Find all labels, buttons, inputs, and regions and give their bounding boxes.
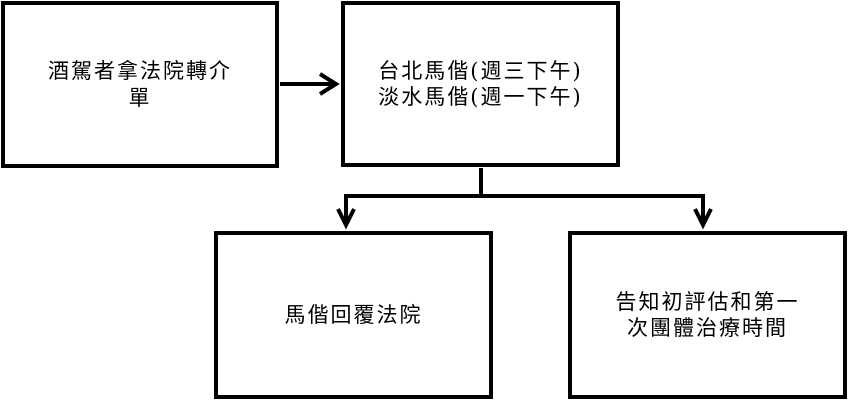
- node-label: 酒駕者拿法院轉介 單: [48, 58, 232, 111]
- arrowhead-right-icon: [318, 72, 340, 96]
- node-mackay-clinics: 台北馬偕(週三下午) 淡水馬偕(週一下午): [341, 1, 620, 167]
- arrowhead-down-icon: [693, 208, 713, 230]
- node-label: 告知初評估和第一 次團體治療時間: [616, 289, 800, 342]
- node-label-line: 馬偕回覆法院: [284, 302, 423, 327]
- node-reply-court: 馬偕回覆法院: [214, 231, 493, 399]
- node-label-line: 單: [128, 85, 152, 110]
- node-label-line: 淡水馬偕(週一下午): [378, 85, 583, 109]
- node-label: 台北馬偕(週三下午) 淡水馬偕(週一下午): [378, 58, 582, 111]
- node-label-line: 酒駕者拿法院轉介: [48, 59, 232, 84]
- node-label-line: 告知初評估和第一: [615, 289, 800, 314]
- arrowhead-down-icon: [336, 208, 356, 230]
- node-label: 馬偕回覆法院: [285, 302, 423, 328]
- node-label-line: 次團體治療時間: [627, 316, 788, 340]
- node-court-referral: 酒駕者拿法院轉介 單: [1, 1, 279, 168]
- node-label-line: 台北馬偕(週三下午): [378, 58, 583, 83]
- node-notify-schedule: 告知初評估和第一 次團體治療時間: [568, 231, 847, 399]
